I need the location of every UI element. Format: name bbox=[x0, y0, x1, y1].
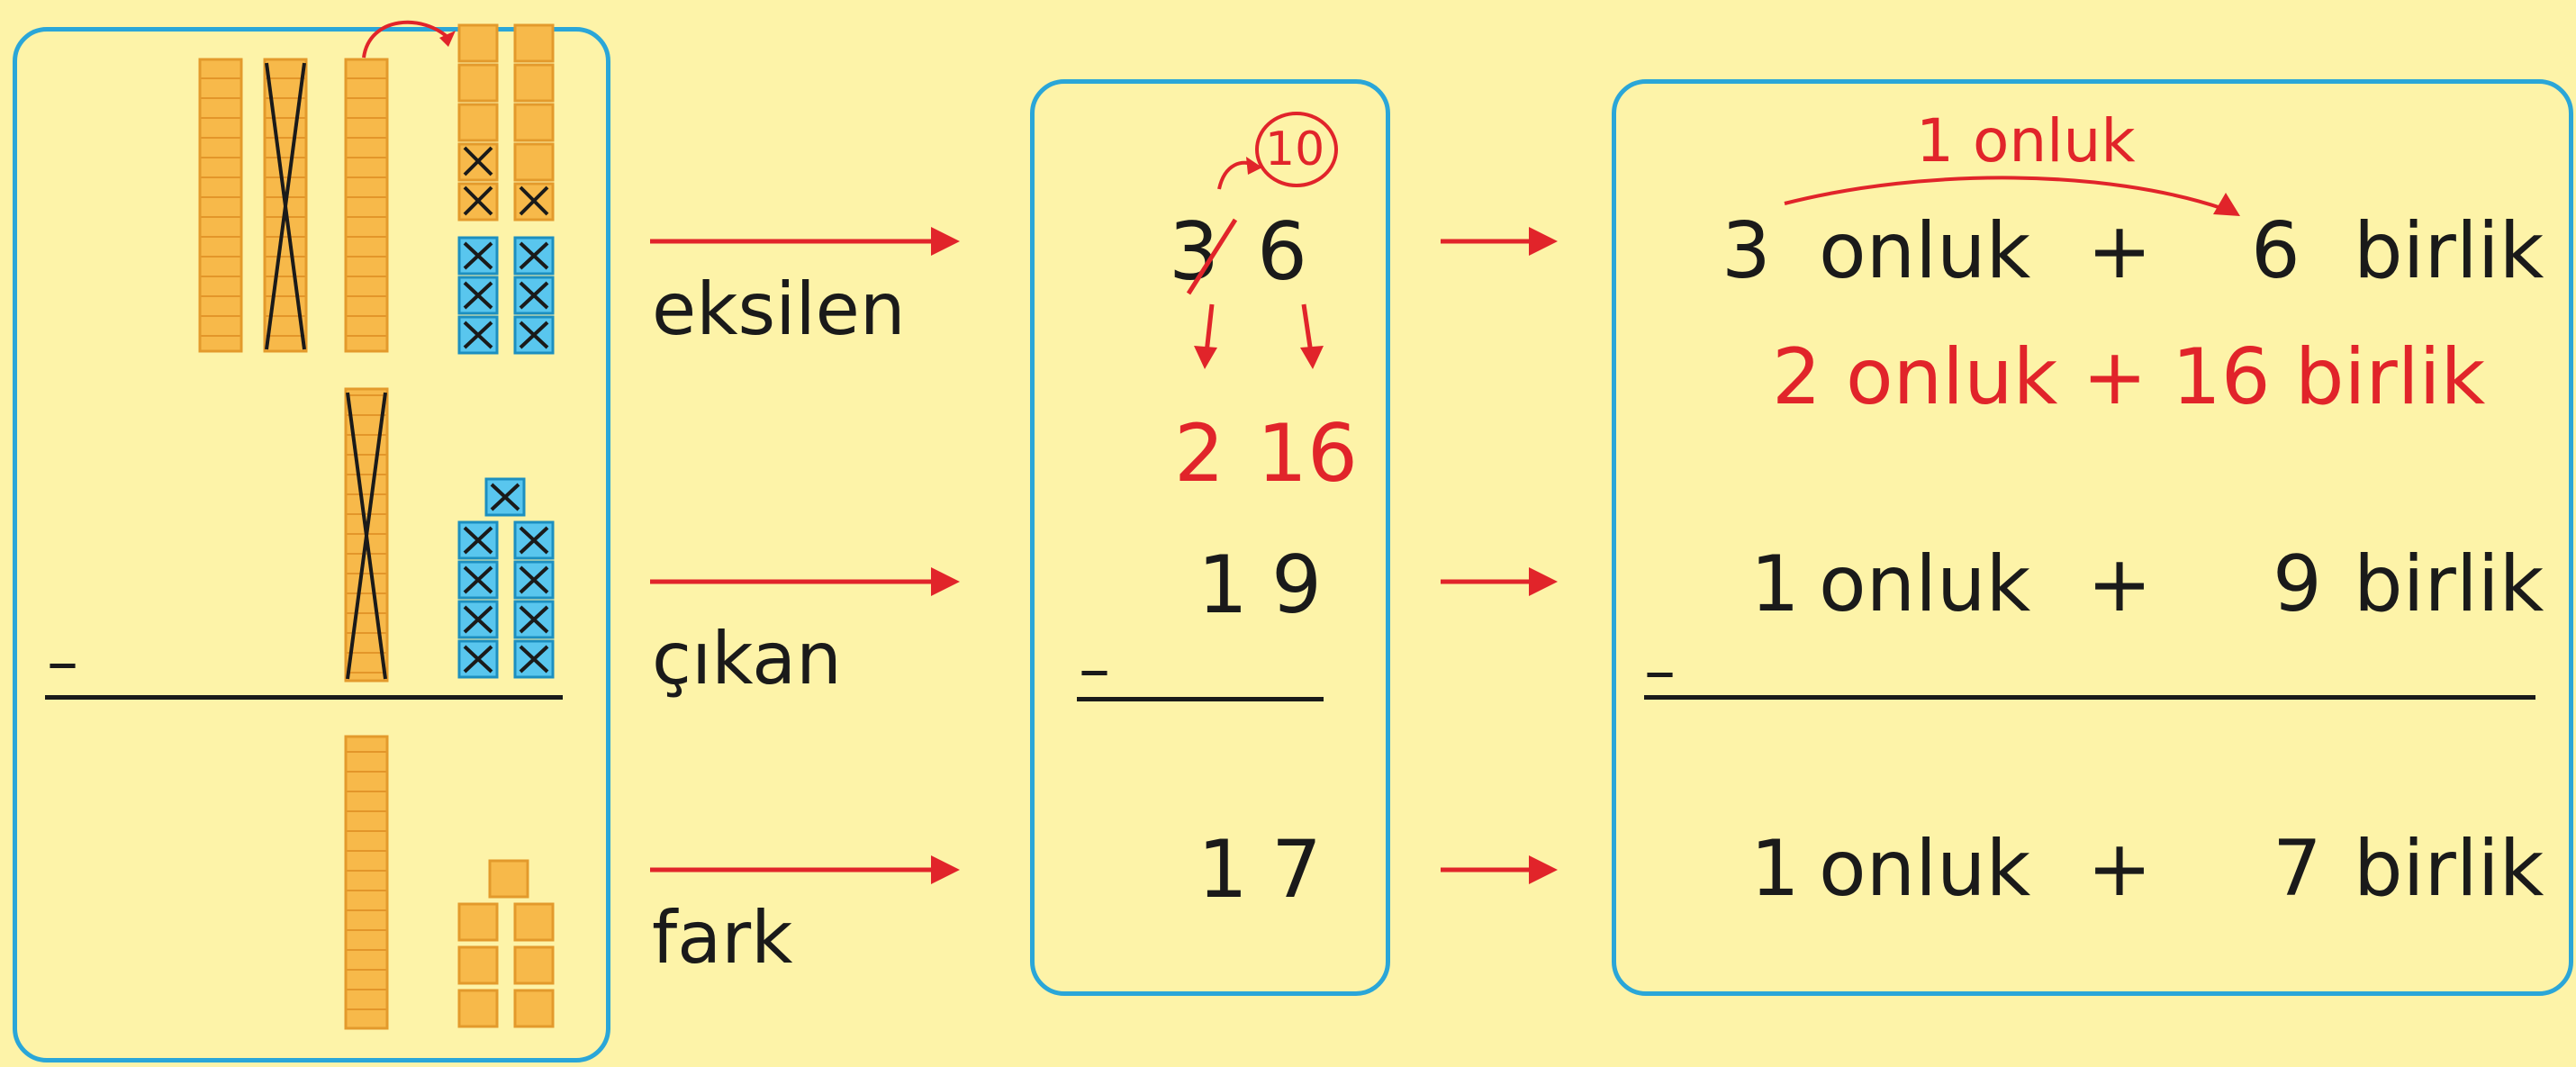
regrouped-ones-digit: 16 bbox=[1257, 407, 1358, 500]
row3-tens-word: onluk bbox=[1819, 539, 2031, 629]
label-cikan: çıkan bbox=[652, 617, 842, 701]
difference-tens-digit: 1 bbox=[1198, 823, 1248, 916]
minuend-rod-1 bbox=[198, 58, 243, 353]
difference-ones-units bbox=[457, 859, 555, 1028]
regroup-circle bbox=[1255, 112, 1338, 187]
regroup-arrow bbox=[362, 20, 452, 59]
words-subtraction-line bbox=[1644, 695, 2535, 700]
crossed-units-marks bbox=[463, 146, 549, 216]
subtrahend-ones-crosses bbox=[463, 483, 549, 674]
subtrahend-tens-digit: 1 bbox=[1198, 538, 1248, 631]
label-fark: fark bbox=[652, 896, 793, 980]
regroup-ten-label: 10 bbox=[1265, 122, 1325, 176]
row4-plus: + bbox=[2087, 824, 2153, 914]
tens-down-arrow bbox=[1204, 303, 1215, 354]
transfer-arrow bbox=[1784, 176, 2225, 211]
row3-plus: + bbox=[2087, 539, 2153, 629]
row4-ones-word: birlik bbox=[2354, 824, 2544, 914]
transfer-one-ten-note: 1 onluk bbox=[1916, 106, 2136, 176]
row3-ones-number: 9 bbox=[2273, 539, 2322, 629]
row3-tens-number: 1 bbox=[1750, 539, 1800, 629]
row1-tens-word: onluk bbox=[1819, 206, 2031, 296]
row4-tens-word: onluk bbox=[1819, 824, 2031, 914]
row4-ones-number: 7 bbox=[2273, 824, 2322, 914]
words-minus-sign: – bbox=[1644, 634, 1676, 708]
label-eksilen: eksilen bbox=[652, 267, 906, 351]
minuend-ones-digit: 6 bbox=[1257, 205, 1307, 298]
strike-tens-digit bbox=[1186, 218, 1238, 295]
row1-ones-number: 6 bbox=[2251, 206, 2300, 296]
row2-regrouped-expression: 2 onluk + 16 birlik bbox=[1772, 332, 2486, 422]
place-value-words-panel bbox=[1612, 79, 2573, 996]
blocks-minus-sign: – bbox=[47, 625, 78, 699]
subtrahend-rod bbox=[344, 387, 389, 683]
row4-tens-number: 1 bbox=[1750, 824, 1800, 914]
digits-minus-sign: – bbox=[1079, 632, 1110, 706]
minuend-ones-crosses bbox=[463, 241, 549, 349]
minuend-rod-2-regrouped bbox=[263, 58, 308, 353]
row1-plus: + bbox=[2087, 206, 2153, 296]
subtrahend-ones-digit: 9 bbox=[1271, 538, 1322, 631]
digits-subtraction-line bbox=[1077, 697, 1324, 701]
blocks-subtraction-line bbox=[45, 695, 563, 700]
difference-ones-digit: 7 bbox=[1271, 823, 1322, 916]
minuend-rod-3-broken bbox=[344, 58, 389, 353]
digits-panel bbox=[1030, 79, 1390, 996]
ones-down-arrow bbox=[1301, 303, 1314, 354]
regrouped-tens-digit: 2 bbox=[1174, 407, 1225, 500]
difference-rod bbox=[344, 735, 389, 1030]
minuend-tens-digit: 3 bbox=[1169, 205, 1219, 298]
row1-tens-number: 3 bbox=[1722, 206, 1771, 296]
row1-ones-word: birlik bbox=[2354, 206, 2544, 296]
row3-ones-word: birlik bbox=[2354, 539, 2544, 629]
